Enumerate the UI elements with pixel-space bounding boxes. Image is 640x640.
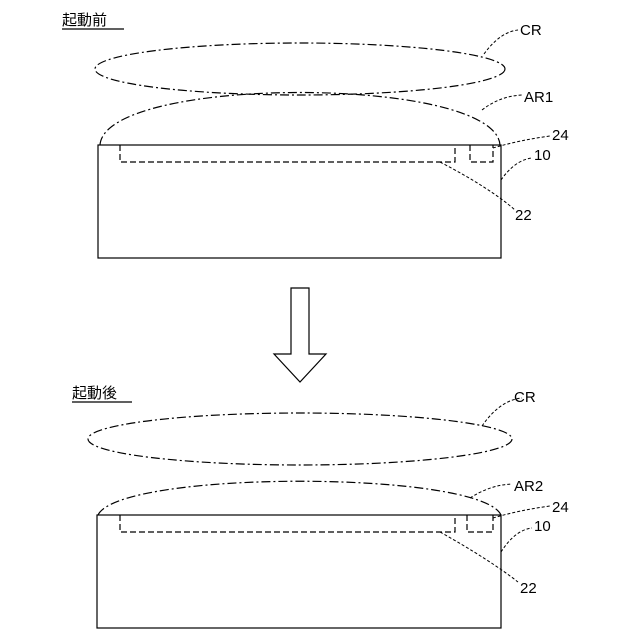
label-10-before: 10	[534, 147, 551, 164]
before-title: 起動前	[62, 11, 107, 29]
ar1-dome	[100, 93, 500, 146]
ar1-leader	[482, 95, 522, 110]
after-title: 起動後	[72, 384, 117, 402]
before-panel: 起動前 CR AR1 24 10 22	[62, 11, 569, 258]
region-22-after	[120, 515, 455, 532]
label-10-after: 10	[534, 518, 551, 535]
cr-leader-before	[484, 30, 518, 54]
ar2-label: AR2	[514, 478, 543, 495]
region-24-before	[470, 145, 493, 162]
cr-ellipse-before	[95, 43, 505, 95]
ar2-dome	[98, 481, 501, 515]
after-panel: 起動後 CR AR2 24 10 22	[72, 384, 569, 628]
cr-label-before: CR	[520, 22, 542, 39]
leader-10-after	[501, 528, 532, 552]
ar2-leader	[470, 484, 512, 498]
cr-ellipse-after	[88, 413, 512, 465]
leader-22-after	[440, 532, 518, 582]
down-arrow	[274, 288, 326, 382]
label-24-before: 24	[552, 127, 569, 144]
ar1-label: AR1	[524, 89, 553, 106]
label-22-after: 22	[520, 580, 537, 597]
cr-label-after: CR	[514, 389, 536, 406]
label-24-after: 24	[552, 499, 569, 516]
leader-22-before	[440, 162, 515, 210]
label-22-before: 22	[515, 207, 532, 224]
region-24-after	[467, 515, 493, 532]
region-22-before	[120, 145, 455, 162]
leader-10-before	[501, 158, 532, 180]
